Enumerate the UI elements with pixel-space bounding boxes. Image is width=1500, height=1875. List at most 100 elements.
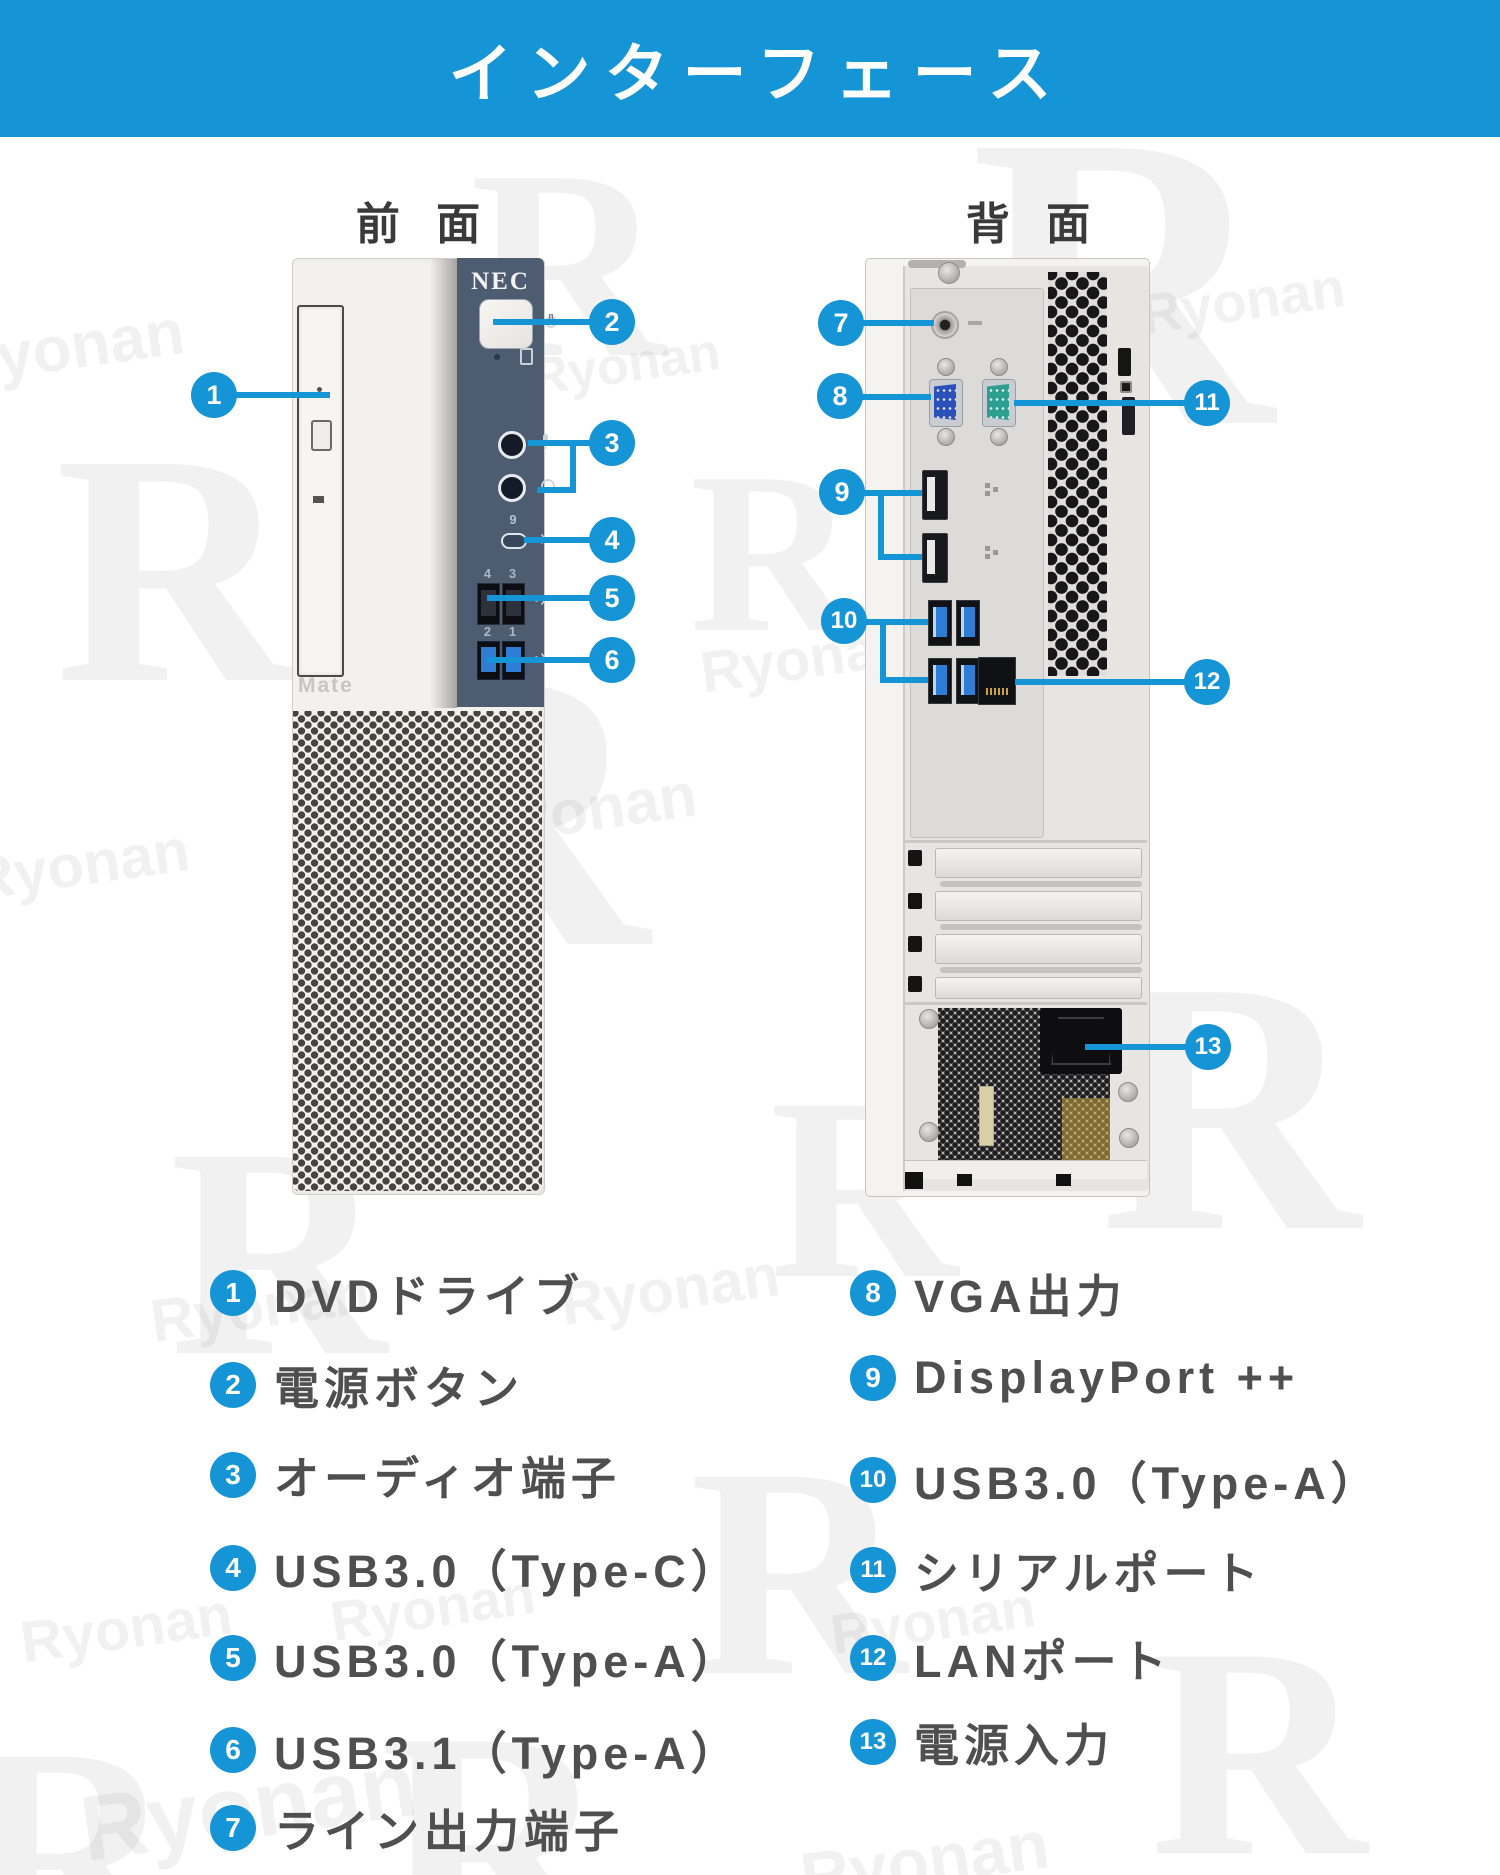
headphone-jack — [498, 474, 526, 502]
legend-label: VGA出力 — [914, 1271, 1127, 1322]
panel-divider — [905, 1002, 1147, 1005]
serial-screw-post — [990, 358, 1008, 376]
back-handle-notch — [908, 260, 966, 268]
callout-1: 1 — [191, 372, 237, 418]
power-inlet — [1040, 1008, 1122, 1074]
usb-port-number: 3 — [508, 566, 517, 581]
psu-sticker — [979, 1086, 994, 1146]
expansion-slot-cover — [935, 934, 1142, 964]
legend-number-badge: 11 — [850, 1546, 896, 1593]
legend-item-9: 9 DisplayPort ++ — [850, 1352, 1299, 1404]
callout-line-5 — [487, 595, 595, 601]
back-bottom-trim — [905, 1160, 1147, 1179]
usb3-port-front — [477, 583, 500, 625]
dvd-emergency-hole — [313, 496, 324, 503]
callout-line-13 — [1085, 1044, 1187, 1050]
lock-bar — [1122, 397, 1135, 435]
callout-line-10c — [880, 677, 928, 683]
vga-screw-post — [937, 358, 955, 376]
psu-gold-patch — [1062, 1098, 1110, 1160]
dvd-eject-button — [311, 420, 332, 451]
vga-port — [934, 384, 956, 420]
displayport-1 — [922, 470, 948, 520]
psu-screw — [1119, 1128, 1139, 1148]
watermark-text: Ryonan — [0, 295, 189, 399]
displayport-label-mark — [985, 546, 990, 551]
legend-number-badge: 1 — [210, 1269, 256, 1316]
callout-9: 9 — [819, 469, 865, 515]
legend-number-badge: 2 — [210, 1361, 256, 1408]
power-led — [494, 354, 500, 360]
legend-number-badge: 4 — [210, 1544, 256, 1591]
slot-clip — [908, 976, 922, 992]
expansion-slot-cover — [935, 977, 1142, 999]
callout-6: 6 — [589, 637, 635, 683]
legend-item-8: 8 VGA出力 — [850, 1260, 1127, 1325]
usb3-port-front — [502, 583, 525, 625]
slot-clip — [908, 850, 922, 866]
callout-10: 10 — [821, 598, 867, 644]
callout-4: 4 — [589, 517, 635, 563]
legend-item-5: 5 USB3.0（Type-A） — [210, 1625, 741, 1690]
callout-line-1 — [230, 392, 330, 398]
watermark-text: Ryonan — [795, 1806, 1054, 1875]
watermark-r: R — [690, 425, 857, 680]
watermark-r: R — [0, 1686, 177, 1875]
callout-line-10a — [864, 619, 928, 625]
slot-clip — [908, 936, 922, 952]
callout-line-3c — [537, 487, 576, 493]
legend-label: USB3.0（Type-C） — [274, 1546, 741, 1597]
legend-label: 電源ボタン — [274, 1363, 525, 1414]
callout-11: 11 — [1184, 380, 1230, 426]
legend-number-badge: 3 — [210, 1451, 256, 1498]
case-screw — [938, 262, 960, 284]
padlock-hole — [1120, 381, 1132, 393]
callout-2: 2 — [589, 299, 635, 345]
watermark-text: Ryonan — [0, 816, 194, 913]
callout-line-9b — [878, 490, 884, 560]
legend-label: USB3.1（Type-A） — [274, 1728, 741, 1779]
legend-label: ライン出力端子 — [274, 1806, 625, 1857]
legend-number-badge: 8 — [850, 1269, 896, 1316]
callout-line-2 — [493, 319, 595, 325]
legend-label: DVDドライブ — [274, 1271, 585, 1322]
usb3-port-rear — [956, 600, 980, 646]
callout-line-9c — [878, 554, 922, 560]
psu-screw — [919, 1122, 939, 1142]
usb-port-number: 1 — [508, 624, 517, 639]
callout-line-6 — [487, 657, 595, 663]
callout-12: 12 — [1184, 659, 1230, 705]
back-section-label: 背 面 — [965, 200, 1103, 249]
front-bezel-shadow — [430, 259, 457, 708]
usb3-port-rear — [928, 658, 952, 704]
legend-item-7: 7 ライン出力端子 — [210, 1795, 624, 1860]
expansion-slot-groove — [940, 924, 1142, 930]
watermark-r: R — [1150, 1586, 1367, 1875]
callout-line-8 — [860, 394, 931, 400]
watermark-text: Ryonan — [1136, 255, 1349, 346]
legend-label: USB3.0（Type-A） — [274, 1636, 741, 1687]
displayport-2 — [922, 533, 948, 583]
legend-number-badge: 9 — [850, 1355, 896, 1401]
legend-item-3: 3 オーディオ端子 — [210, 1442, 621, 1507]
case-foot — [905, 1172, 923, 1189]
legend-label: オーディオ端子 — [274, 1453, 621, 1504]
header-banner: インターフェース — [0, 0, 1500, 137]
legend-number-badge: 10 — [850, 1456, 896, 1503]
nec-logo: NEC — [471, 268, 530, 295]
callout-line-10b — [880, 619, 886, 683]
callout-line-11 — [1014, 400, 1186, 406]
callout-line-3a — [528, 440, 595, 446]
watermark-r: R — [55, 387, 294, 752]
panel-divider — [905, 840, 1147, 843]
usb3-port-rear — [956, 658, 980, 704]
usbc-port-number: 9 — [509, 512, 517, 527]
legend-number-badge: 6 — [210, 1726, 256, 1773]
legend-item-6: 6 USB3.1（Type-A） — [210, 1717, 741, 1782]
expansion-slot-cover — [935, 848, 1142, 878]
front-vent-grille — [293, 711, 542, 1191]
hdd-activity-icon — [520, 348, 533, 365]
case-foot — [1056, 1174, 1071, 1186]
legend-item-11: 11 シリアルポート — [850, 1537, 1264, 1602]
legend-item-4: 4 USB3.0（Type-C） — [210, 1535, 741, 1600]
